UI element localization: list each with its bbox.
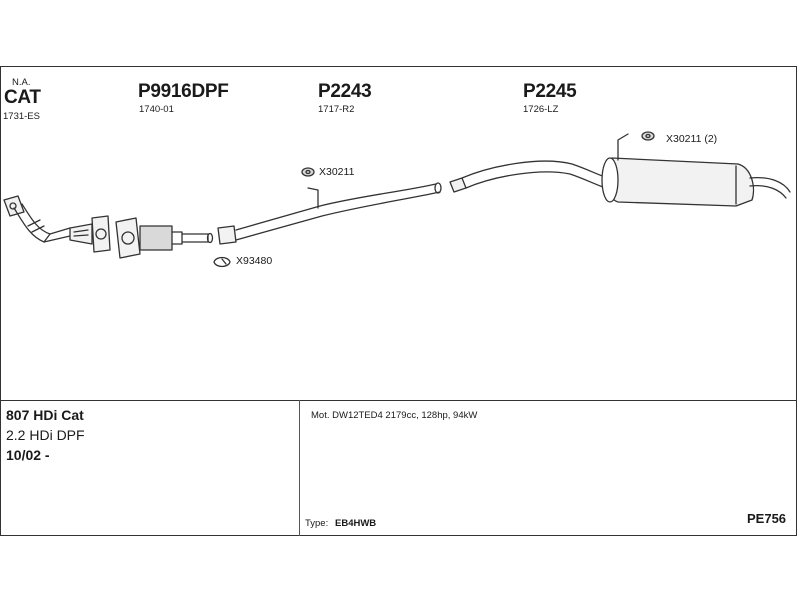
cat-ref: 1731-ES: [3, 111, 40, 122]
type-value: EB4HWB: [335, 518, 377, 529]
p9916-part-number: P9916DPF: [138, 81, 229, 102]
type-label: Type:: [305, 518, 329, 529]
rubber-mount-icon: [301, 167, 315, 177]
rear-silencer: [449, 133, 791, 207]
middle-pipe: [217, 182, 442, 245]
p2245-ref: 1726-LZ: [523, 104, 559, 115]
info-divider: [0, 400, 797, 401]
p9916-ref: 1740-01: [139, 104, 174, 115]
diagram-code: PE756: [747, 511, 787, 526]
vehicle-model: 807 HDi Cat: [6, 407, 84, 423]
diagram-frame: [0, 66, 797, 536]
rubber-mount-icon-2: [641, 131, 655, 141]
cat-part-number: CAT: [4, 87, 41, 108]
info-column-divider: [299, 400, 300, 536]
mount-b-label: X30211 (2): [666, 133, 718, 145]
vehicle-engine: 2.2 HDi DPF: [6, 427, 85, 443]
dpf-filter: [115, 217, 214, 259]
mount-a-label: X30211: [319, 166, 355, 178]
manifold-pipe: [3, 195, 71, 243]
p2243-ref: 1717-R2: [318, 104, 355, 115]
clamp-icon: [213, 256, 231, 268]
p2245-part-number: P2245: [523, 81, 577, 102]
cat-prefix: N.A.: [12, 77, 31, 88]
clamp-label: X93480: [236, 255, 273, 267]
p2243-part-number: P2243: [318, 81, 372, 102]
motor-spec: Mot. DW12TED4 2179cc, 128hp, 94kW: [311, 410, 478, 421]
cat-converter: [69, 215, 111, 253]
vehicle-date: 10/02 -: [6, 447, 50, 463]
